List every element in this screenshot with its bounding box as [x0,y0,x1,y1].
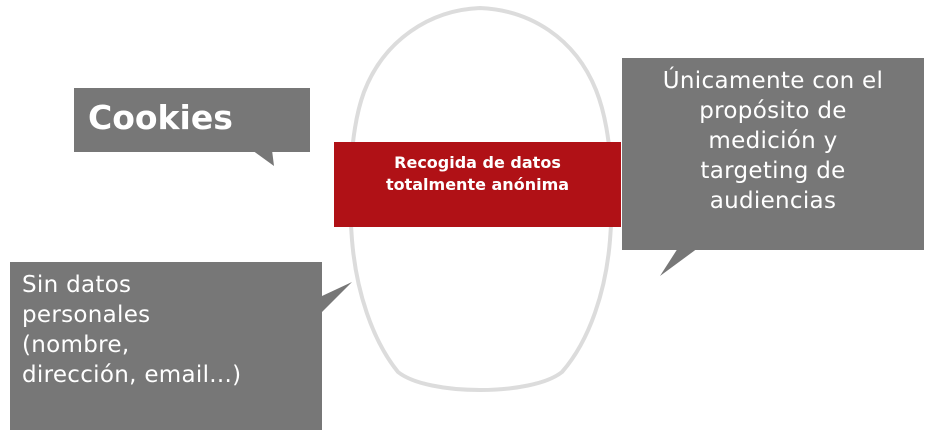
purpose-callout: Únicamente con el propósito de medición … [622,58,924,250]
anonymous-data-banner: Recogida de datos totalmente anónima [334,142,621,227]
purpose-line: medición y [708,128,838,154]
personal-line: personales [22,302,151,328]
purpose-line: targeting de [700,158,846,184]
cookies-callout-tail [252,150,274,166]
personal-data-callout: Sin datos personales (nombre, dirección,… [10,262,322,430]
personal-line: (nombre, [22,332,130,358]
purpose-line: Únicamente con el [662,68,884,94]
cookies-label: Cookies [88,98,233,137]
banner-line-1: Recogida de datos [394,153,561,172]
purpose-line: audiencias [709,188,837,214]
purpose-line: propósito de [699,98,847,124]
cookies-callout: Cookies [74,88,310,152]
personal-line: Sin datos [22,272,132,298]
personal-callout-tail [322,282,352,312]
banner-line-2: totalmente anónima [385,175,570,194]
purpose-callout-tail [660,248,698,276]
personal-line: dirección, email...) [22,362,242,388]
